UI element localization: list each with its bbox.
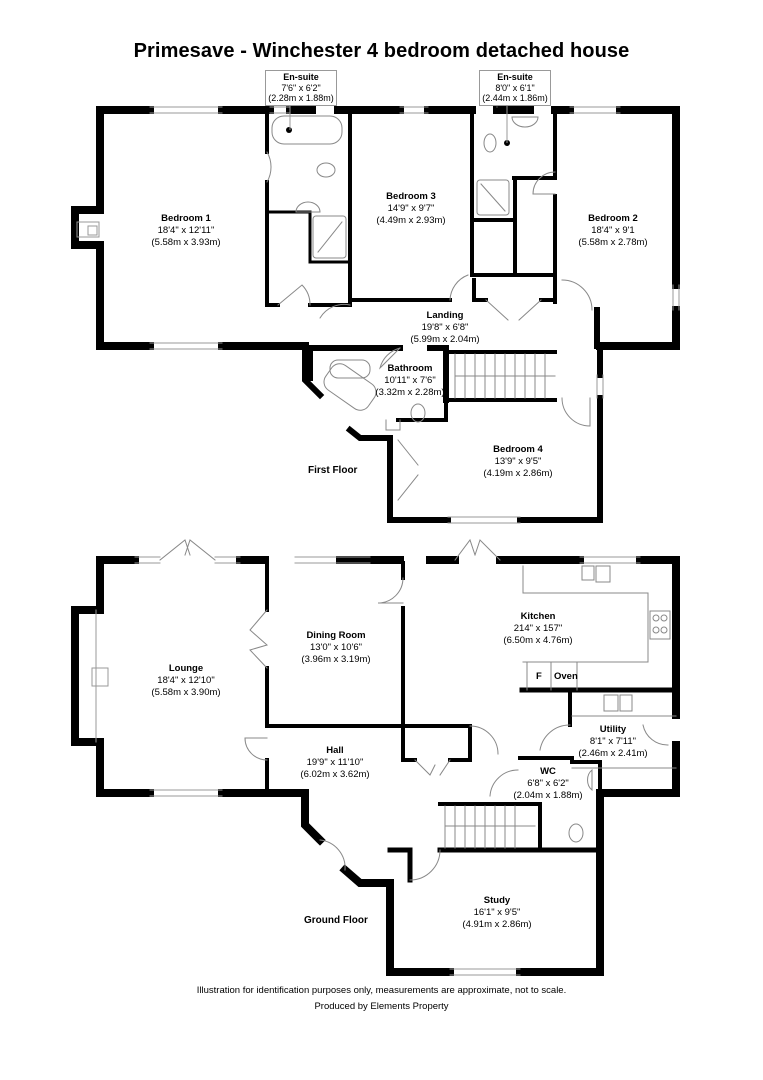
room-name: Bedroom 3 bbox=[386, 191, 436, 202]
room-metric: (5.58m x 2.78m) bbox=[578, 237, 648, 248]
first-floor-stairs bbox=[454, 353, 556, 399]
ground-floor-label: Ground Floor bbox=[304, 915, 368, 926]
room-imperial: 18'4" x 12'11" bbox=[157, 225, 215, 236]
first-floor-doors bbox=[266, 151, 593, 501]
room-label-study: Study 16'1" x 9'5" (4.91m x 2.86m) bbox=[462, 895, 531, 931]
first-floor-fixtures bbox=[271, 115, 539, 431]
room-name: Kitchen bbox=[520, 611, 556, 622]
room-name: Bathroom bbox=[387, 363, 433, 374]
room-name: WC bbox=[540, 766, 556, 777]
room-imperial: 18'4" x 12'10" bbox=[157, 675, 215, 686]
ground-floor-doors bbox=[159, 538, 669, 881]
room-name: Landing bbox=[426, 310, 464, 321]
room-label-bedroom-4: Bedroom 4 13'9" x 9'5" (4.19m x 2.86m) bbox=[483, 444, 552, 480]
room-imperial: 14'9" x 9'7" bbox=[387, 203, 435, 214]
room-label-bedroom-3: Bedroom 3 14'9" x 9'7" (4.49m x 2.93m) bbox=[376, 191, 445, 227]
room-imperial: 16'1" x 9'5" bbox=[473, 907, 521, 918]
room-metric: (5.58m x 3.93m) bbox=[151, 237, 221, 248]
room-label-bathroom: Bathroom 10'11" x 7'6" (3.32m x 2.28m) bbox=[375, 363, 444, 399]
ensuite-1-callout: En-suite 7'6" x 6'2" (2.28m x 1.88m) bbox=[265, 70, 337, 106]
room-imperial: 19'8" x 6'8" bbox=[421, 322, 469, 333]
room-label-wc: WC 6'8" x 6'2" (2.04m x 1.88m) bbox=[513, 766, 582, 802]
ensuite-2-callout: En-suite 8'0" x 6'1" (2.44m x 1.86m) bbox=[479, 70, 551, 106]
ground-floor-walls bbox=[71, 556, 680, 976]
first-floor-walls bbox=[71, 106, 680, 523]
room-name: Hall bbox=[326, 745, 344, 756]
room-imperial: 10'11" x 7'6" bbox=[384, 375, 436, 386]
room-name: Study bbox=[483, 895, 511, 906]
room-metric: (4.91m x 2.86m) bbox=[462, 919, 532, 930]
plan-title: Primesave - Winchester 4 bedroom detache… bbox=[133, 40, 630, 62]
room-metric: (3.32m x 2.28m) bbox=[375, 387, 445, 398]
room-name: En-suite bbox=[497, 72, 533, 82]
room-imperial: 7'6" x 6'2" bbox=[281, 82, 321, 93]
room-imperial: 18'4" x 9'1 bbox=[591, 225, 635, 236]
room-metric: (4.19m x 2.86m) bbox=[483, 468, 553, 479]
room-label-landing: Landing 19'8" x 6'8" (5.99m x 2.04m) bbox=[410, 310, 479, 346]
room-imperial: 8'1" x 7'11" bbox=[589, 736, 637, 747]
room-metric: (5.58m x 3.90m) bbox=[151, 687, 221, 698]
room-imperial: 8'0" x 6'1" bbox=[495, 82, 535, 93]
room-label-utility: Utility 8'1" x 7'11" (2.46m x 2.41m) bbox=[578, 724, 647, 760]
room-metric: (2.44m x 1.86m) bbox=[482, 93, 548, 103]
first-floor-windows bbox=[76, 106, 680, 524]
room-metric: (3.96m x 3.19m) bbox=[301, 654, 371, 665]
room-label-bedroom-2: Bedroom 2 18'4" x 9'1 (5.58m x 2.78m) bbox=[578, 213, 647, 249]
room-name: Bedroom 1 bbox=[161, 213, 211, 224]
room-imperial: 13'0" x 10'6" bbox=[309, 642, 363, 653]
room-label-dining-room: Dining Room 13'0" x 10'6" (3.96m x 3.19m… bbox=[301, 630, 370, 666]
room-label-hall: Hall 19'9" x 11'10" (6.02m x 3.62m) bbox=[300, 745, 369, 781]
room-name: Lounge bbox=[168, 663, 204, 674]
room-metric: (6.50m x 4.76m) bbox=[503, 635, 573, 646]
disclaimer-text: Illustration for identification purposes… bbox=[196, 985, 567, 996]
room-metric: (6.02m x 3.62m) bbox=[300, 769, 370, 780]
oven-label: Oven bbox=[554, 671, 578, 682]
room-metric: (4.49m x 2.93m) bbox=[376, 215, 446, 226]
room-name: Utility bbox=[599, 724, 627, 735]
room-name: En-suite bbox=[283, 72, 319, 82]
room-imperial: 6'8" x 6'2" bbox=[527, 778, 569, 789]
room-label-kitchen: Kitchen 214" x 157" (6.50m x 4.76m) bbox=[503, 611, 572, 647]
first-floor-label: First Floor bbox=[308, 465, 358, 476]
room-imperial: 19'9" x 11'10" bbox=[306, 757, 364, 768]
room-name: Dining Room bbox=[306, 630, 366, 641]
room-metric: (2.28m x 1.88m) bbox=[268, 93, 334, 103]
room-imperial: 13'9" x 9'5" bbox=[494, 456, 542, 467]
room-metric: (2.04m x 1.88m) bbox=[513, 790, 583, 801]
room-metric: (2.46m x 2.41m) bbox=[578, 748, 648, 759]
room-label-lounge: Lounge 18'4" x 12'10" (5.58m x 3.90m) bbox=[151, 663, 220, 699]
room-metric: (5.99m x 2.04m) bbox=[410, 334, 480, 345]
room-name: Bedroom 4 bbox=[493, 444, 543, 455]
ground-floor-stairs bbox=[444, 805, 536, 849]
ground-floor-fixtures bbox=[522, 565, 677, 843]
room-imperial: 214" x 157" bbox=[513, 623, 563, 634]
credit-text: Produced by Elements Property bbox=[314, 1001, 449, 1012]
ground-floor-windows bbox=[91, 556, 641, 976]
room-name: Bedroom 2 bbox=[588, 213, 638, 224]
room-label-bedroom-1: Bedroom 1 18'4" x 12'11" (5.58m x 3.93m) bbox=[151, 213, 220, 249]
fridge-label: F bbox=[536, 671, 542, 682]
